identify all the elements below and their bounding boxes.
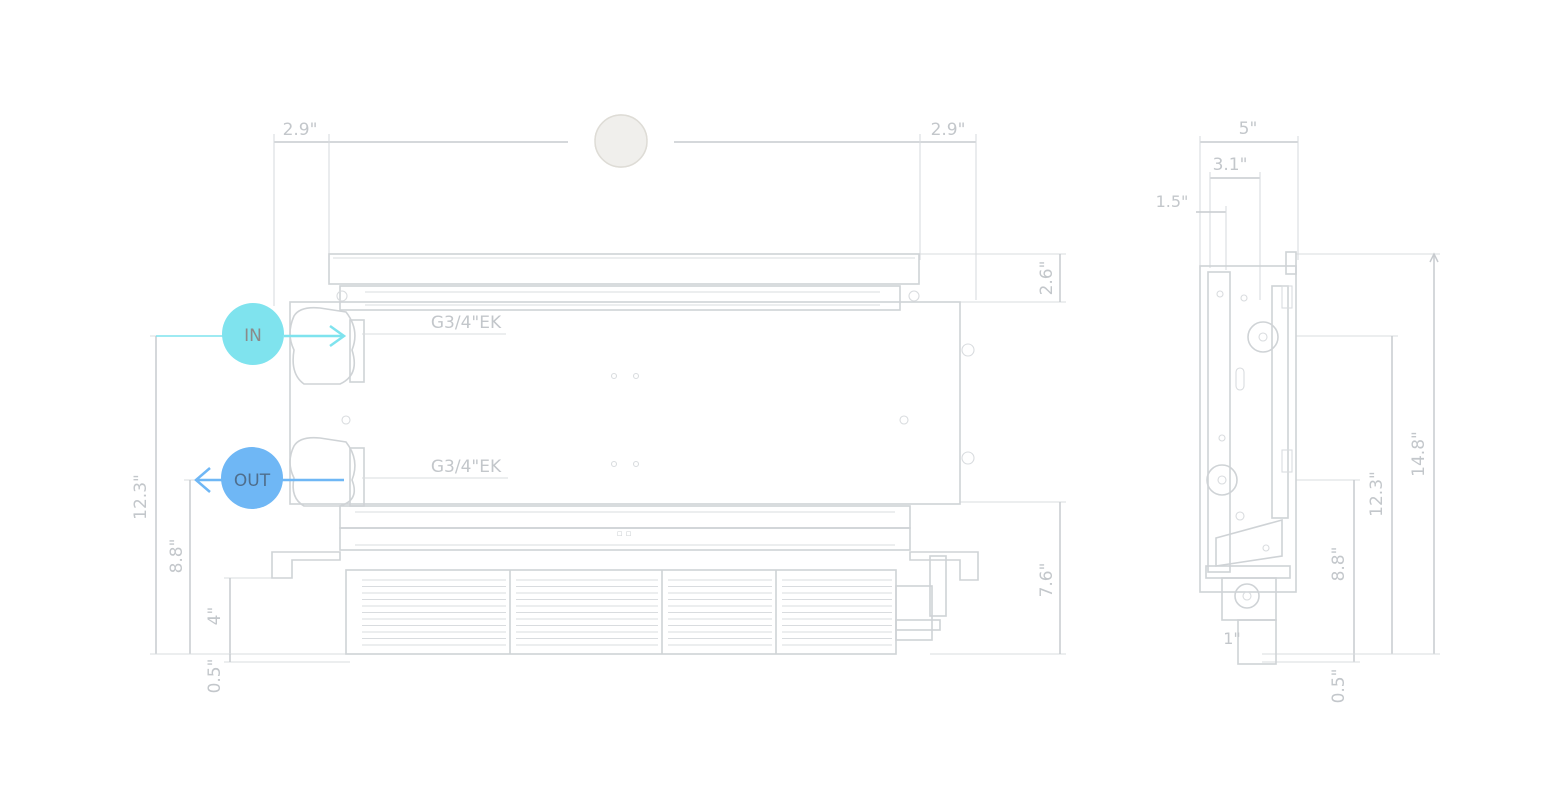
front-labels: 2.9" 2.9" 2.6" G3/4"EK G3/4"EK 12.3" 8.8… (131, 120, 1057, 693)
front-dimensions (150, 134, 1066, 663)
side-total-height-label: 14.8" (1409, 431, 1429, 477)
base-offset-label: 0.5" (205, 659, 225, 694)
inlet-height-label: 12.3" (131, 474, 151, 520)
inlet-label: IN (244, 326, 262, 346)
grille-slats (362, 579, 892, 646)
left-offset-label: 2.9" (283, 120, 318, 140)
lower-height-label: 7.6" (1037, 563, 1057, 598)
side-inner-width-label: 3.1" (1213, 155, 1248, 175)
top-height-label: 2.6" (1037, 261, 1057, 296)
side-outlet-height-label: 8.8" (1329, 547, 1349, 582)
right-offset-label: 2.9" (931, 120, 966, 140)
side-foot-mark-label: 1" (1223, 629, 1241, 648)
outlet-port: OUT (194, 447, 344, 509)
radiator-front-body: ▫ ▫ (271, 253, 979, 655)
outlet-label: OUT (234, 471, 271, 491)
foot-height-label: 4" (205, 607, 225, 626)
side-dimensions (1196, 136, 1440, 663)
svg-text:▫ ▫: ▫ ▫ (616, 529, 631, 539)
inlet-port: IN (156, 303, 347, 365)
radiator-side-body (1199, 251, 1297, 665)
outlet-height-label: 8.8" (167, 539, 187, 574)
side-labels: 5" 3.1" 1.5" 14.8" 12.3" 8.8" 0.5" 1" (1156, 119, 1429, 703)
side-width-label: 5" (1239, 119, 1258, 139)
connection-lower-label: G3/4"EK (431, 457, 502, 477)
side-small-offset-label: 1.5" (1156, 192, 1189, 211)
side-inlet-height-label: 12.3" (1367, 471, 1387, 517)
side-base-offset-label: 0.5" (1329, 669, 1349, 704)
connection-upper-label: G3/4"EK (431, 313, 502, 333)
